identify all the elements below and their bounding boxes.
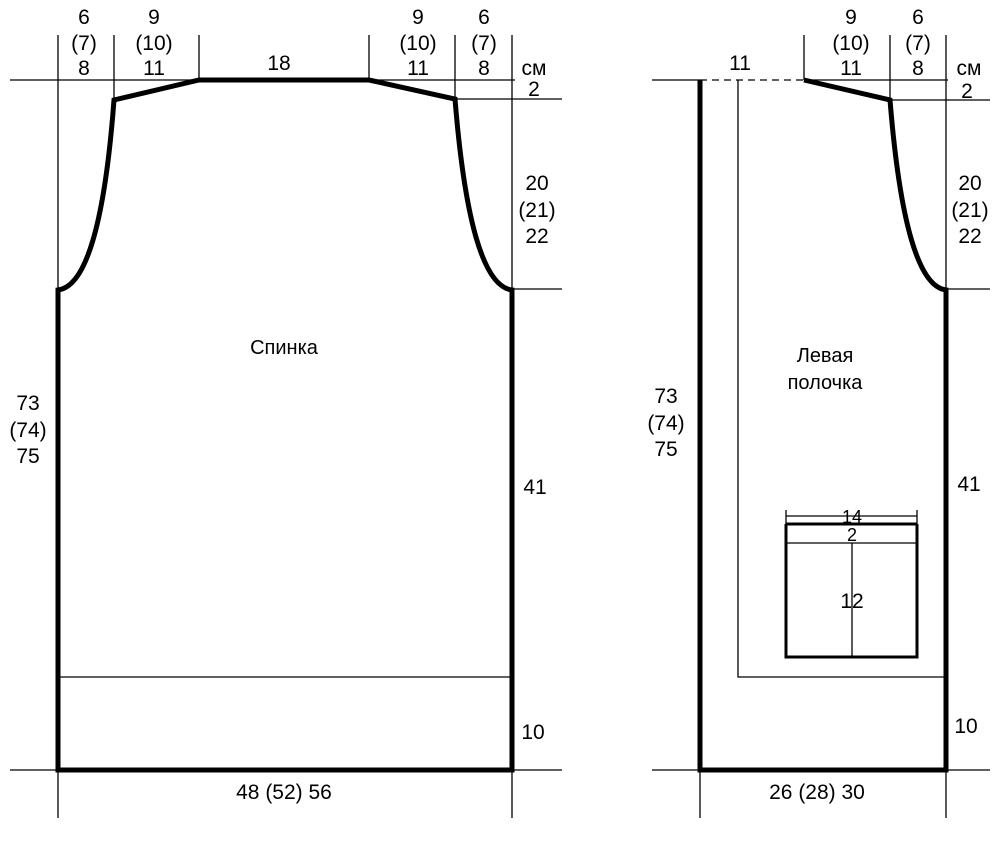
back-length-label-3: 75 bbox=[16, 445, 39, 468]
back-right-slope-label-1: 9 bbox=[412, 6, 424, 29]
front-shoulder-label-2: (7) bbox=[905, 32, 931, 55]
front-side-length-label: 41 bbox=[957, 473, 980, 496]
front-placket-line bbox=[737, 80, 946, 678]
front-slope-label-1: 9 bbox=[845, 6, 857, 29]
front-slope-label-2: (10) bbox=[832, 32, 869, 55]
back-right-slope-label-2: (10) bbox=[399, 32, 436, 55]
back-outline bbox=[55, 77, 515, 773]
back-length-label-2: (74) bbox=[9, 419, 46, 442]
front-length-label-2: (74) bbox=[647, 412, 684, 435]
back-right-shoulder-label-2: (7) bbox=[471, 32, 497, 55]
back-band-label: 10 bbox=[521, 721, 544, 744]
back-piece: 6 (7) 8 9 (10) 11 18 9 (10) 11 6 (7) 8 с… bbox=[9, 6, 562, 818]
back-right-slope-label-3: 11 bbox=[407, 57, 429, 80]
front-length-label-1: 73 bbox=[654, 385, 677, 408]
back-shoulder-drop-label: 2 bbox=[528, 78, 540, 101]
back-armhole-label-2: (21) bbox=[518, 199, 555, 222]
front-shoulder-drop-label: 2 bbox=[961, 80, 973, 103]
front-armhole-label-2: (21) bbox=[951, 199, 988, 222]
back-unit-label: см bbox=[522, 57, 547, 80]
back-width-label: 48 (52) 56 bbox=[236, 781, 332, 804]
front-neck-label: 11 bbox=[729, 52, 751, 75]
pocket: 14 2 12 bbox=[784, 507, 919, 659]
front-title-line1: Левая bbox=[797, 345, 854, 367]
front-band-label: 10 bbox=[954, 715, 977, 738]
front-width-label: 26 (28) 30 bbox=[769, 781, 865, 804]
back-armhole-label-1: 20 bbox=[525, 172, 548, 195]
pocket-height-label: 12 bbox=[840, 590, 863, 613]
back-left-slope-label-2: (10) bbox=[135, 32, 172, 55]
front-length-label-3: 75 bbox=[654, 438, 677, 461]
front-shoulder-label-3: 8 bbox=[912, 57, 924, 80]
back-armhole-label-3: 22 bbox=[525, 225, 548, 248]
back-left-slope-label-1: 9 bbox=[148, 6, 160, 29]
front-outline bbox=[697, 77, 949, 773]
back-right-shoulder-label-3: 8 bbox=[478, 57, 490, 80]
back-length-label-1: 73 bbox=[16, 392, 39, 415]
front-shoulder-label-1: 6 bbox=[912, 6, 924, 29]
back-right-shoulder-label-1: 6 bbox=[478, 6, 490, 29]
back-left-shoulder-label-1: 6 bbox=[78, 6, 90, 29]
front-armhole-label-3: 22 bbox=[958, 225, 981, 248]
back-left-slope-label-3: 11 bbox=[143, 57, 165, 80]
front-armhole-label-1: 20 bbox=[958, 172, 981, 195]
back-title: Спинка bbox=[250, 337, 319, 359]
pocket-width-label: 14 bbox=[842, 507, 862, 527]
back-left-shoulder-label-3: 8 bbox=[78, 57, 90, 80]
back-left-shoulder-label-2: (7) bbox=[71, 32, 97, 55]
back-neck-label: 18 bbox=[267, 52, 290, 75]
front-title-line2: полочка bbox=[788, 372, 864, 394]
back-side-length-label: 41 bbox=[523, 476, 546, 499]
front-unit-label: см bbox=[957, 57, 982, 80]
front-piece: 14 2 12 11 9 (10) 11 6 (7) 8 см 2 20 (21… bbox=[647, 6, 990, 818]
front-slope-label-3: 11 bbox=[840, 57, 862, 80]
pocket-band-label: 2 bbox=[847, 525, 857, 545]
